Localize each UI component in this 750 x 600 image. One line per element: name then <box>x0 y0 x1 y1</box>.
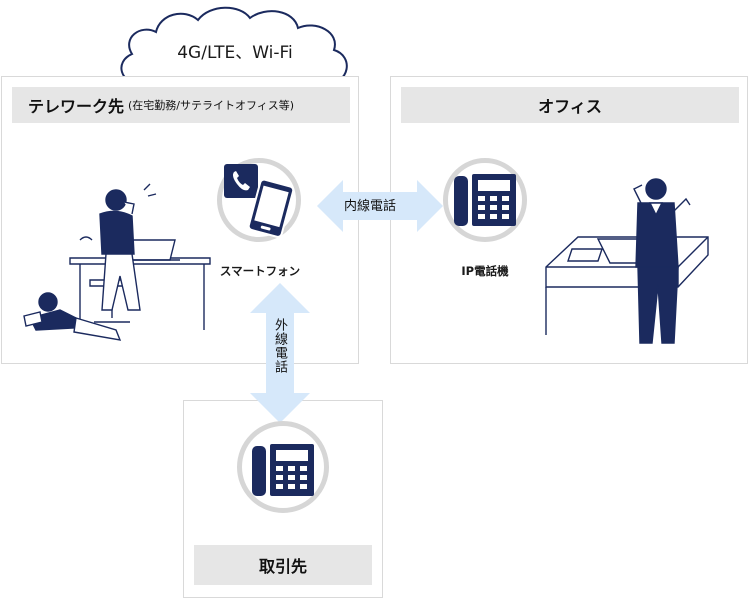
telework-title: テレワーク先 <box>28 97 125 116</box>
office-worker-illustration <box>545 178 709 344</box>
telework-header: テレワーク先 (在宅勤務/サテライトオフィス等) <box>12 87 350 123</box>
client-title: 取引先 <box>258 557 307 576</box>
smartphone-icon <box>224 164 295 238</box>
office-header: オフィス <box>401 87 739 123</box>
cloud-icon <box>120 6 348 85</box>
office-title: オフィス <box>538 97 602 116</box>
external-call-label: 外線電話 <box>272 318 287 374</box>
internal-call-arrow <box>317 180 443 232</box>
client-header: 取引先 <box>194 545 372 585</box>
client-phone-icon <box>252 444 314 496</box>
internal-call-label: 内線電話 <box>344 199 397 214</box>
smartphone-label: スマートフォン <box>219 264 301 278</box>
external-call-arrow <box>250 283 310 423</box>
telework-worker-illustration <box>23 183 211 341</box>
telework-subtitle: (在宅勤務/サテライトオフィス等) <box>128 99 295 112</box>
ip-phone-icon <box>454 174 516 226</box>
cloud-label: 4G/LTE、Wi-Fi <box>177 43 293 63</box>
ip-phone-label: IP電話機 <box>461 264 509 278</box>
